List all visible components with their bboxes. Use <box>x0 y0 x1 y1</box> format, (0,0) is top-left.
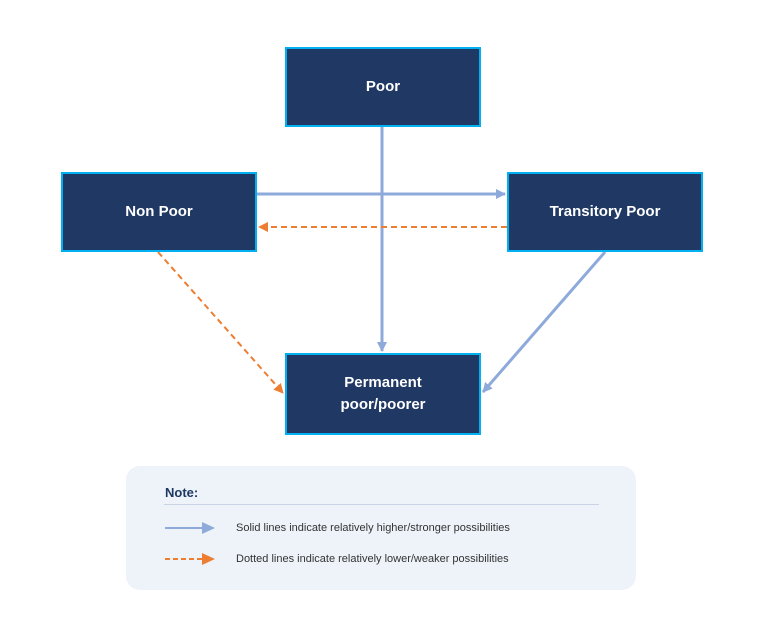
legend-title: Note: <box>165 485 199 500</box>
node-transitory-poor-label: Transitory Poor <box>549 203 661 220</box>
legend-row-solid: Solid lines indicate relatively higher/s… <box>164 519 624 537</box>
legend-solid-text: Solid lines indicate relatively higher/s… <box>236 522 510 534</box>
solid-arrow-icon <box>165 522 215 534</box>
node-permanent-poor: Permanent poor/poorer <box>285 353 481 435</box>
node-transitory-poor: Transitory Poor <box>507 172 703 252</box>
arrow-nonpoor-to-permanent <box>157 251 284 394</box>
node-non-poor: Non Poor <box>61 172 257 252</box>
legend-note: Note: Solid lines indicate relatively hi… <box>126 466 636 590</box>
node-non-poor-label: Non Poor <box>125 203 193 220</box>
node-permanent-poor-label: Permanent poor/poorer <box>340 374 426 413</box>
legend-dotted-text: Dotted lines indicate relatively lower/w… <box>236 553 509 565</box>
legend-divider <box>164 504 599 505</box>
node-poor-label: Poor <box>365 78 401 95</box>
dotted-arrow-icon <box>165 553 215 565</box>
arrow-transitory-to-permanent <box>481 251 607 393</box>
node-poor: Poor <box>285 47 481 127</box>
legend-row-dotted: Dotted lines indicate relatively lower/w… <box>164 550 624 568</box>
